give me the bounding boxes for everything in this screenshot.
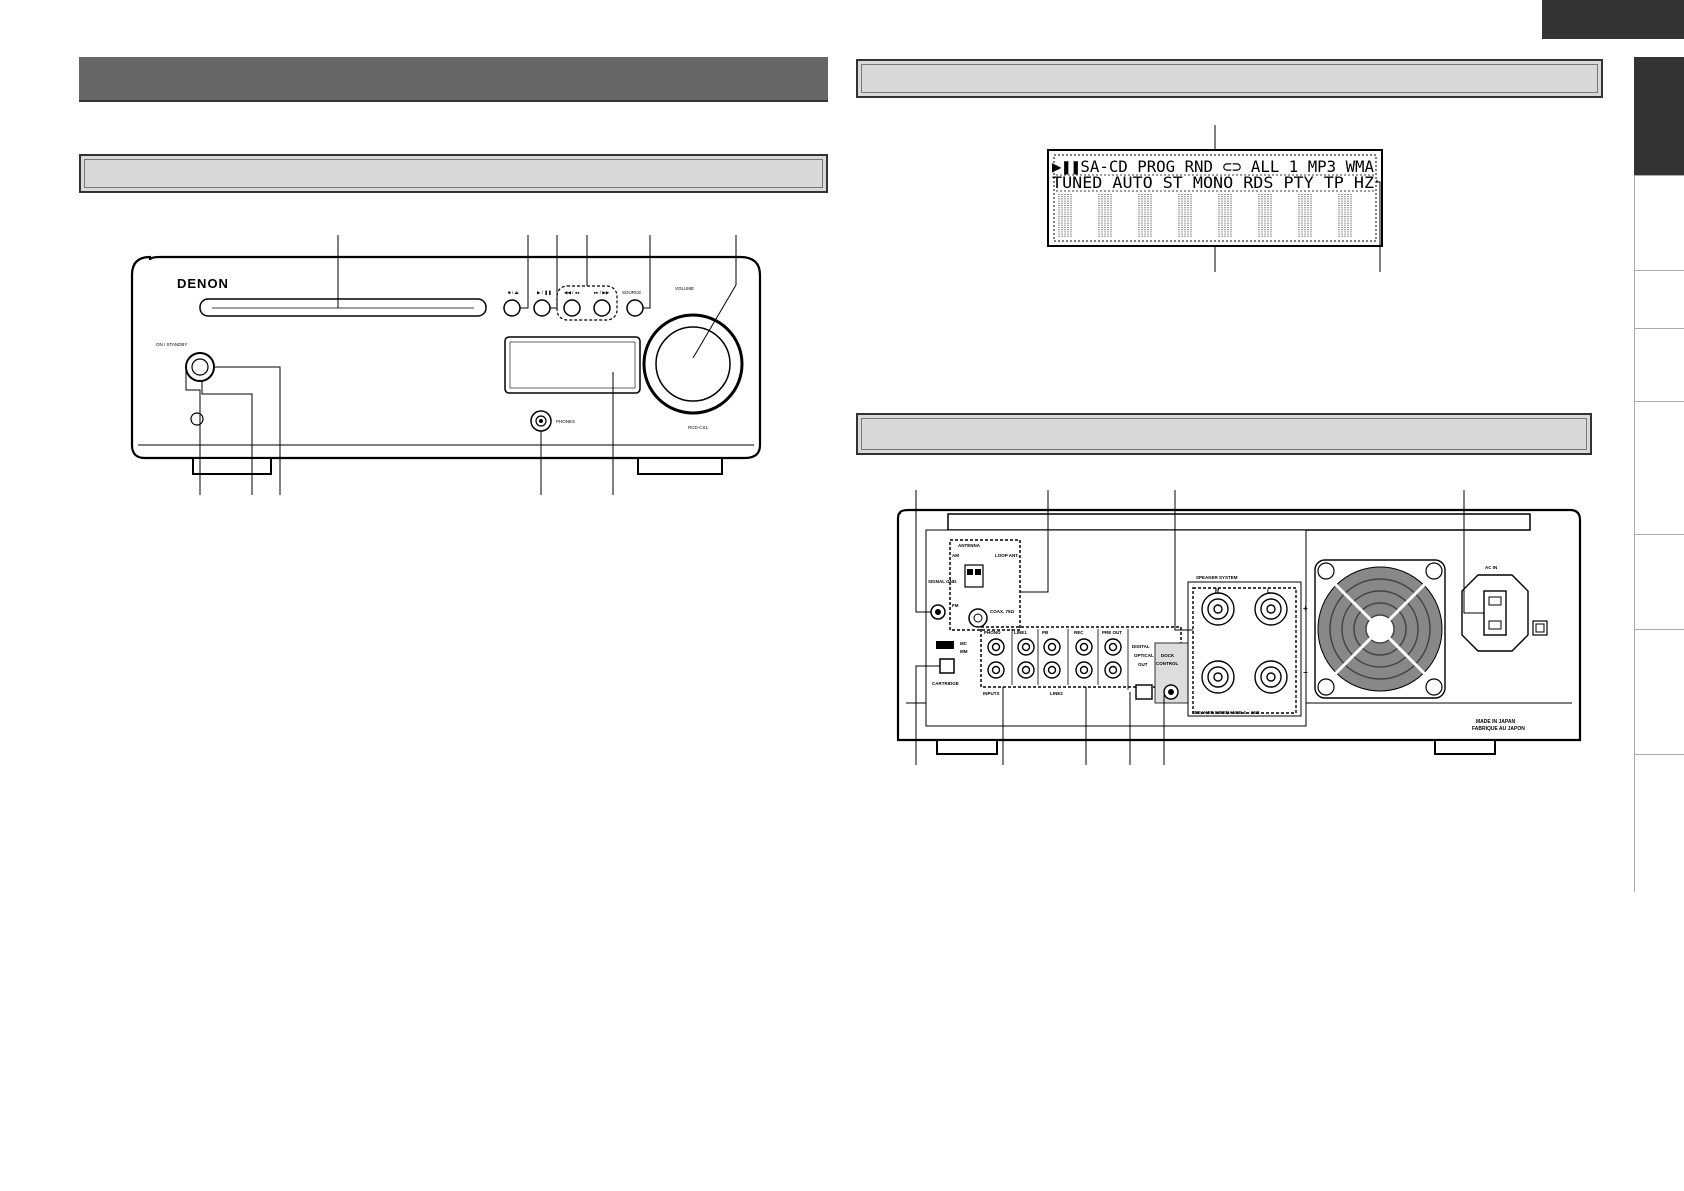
source-label: SOURCE <box>622 290 641 295</box>
stop-label: ■ / ⏏ <box>508 290 519 295</box>
play-label: ▶ / ❚❚ <box>537 290 552 296</box>
corner-tab <box>1542 0 1684 39</box>
mc-label: MC <box>960 641 968 646</box>
subsection-header-display <box>856 59 1603 98</box>
rca-jacks[interactable] <box>987 638 1122 679</box>
optical-out-jack[interactable] <box>1135 684 1153 700</box>
cartridge-switch[interactable] <box>939 658 955 674</box>
speaker-system-label: SPEAKER SYSTEM <box>1196 575 1238 580</box>
side-tabs <box>1634 57 1684 892</box>
model-label: RCD-CX1 <box>688 425 708 430</box>
volume-label: VOLUME <box>675 286 694 291</box>
coax-label: COAX. 75Ω <box>990 609 1015 614</box>
brand-logo: DENON <box>177 276 229 291</box>
cooling-fan <box>1314 559 1446 699</box>
subsection-header-rear-panel <box>856 413 1592 455</box>
side-tab-8[interactable] <box>1634 754 1684 892</box>
skip-back-button[interactable] <box>563 299 581 317</box>
line1-label: LINE1 <box>1014 630 1027 635</box>
signal-gnd-label: SIGNAL GND. <box>928 579 957 584</box>
cartridge-label: CARTRIDGE <box>932 681 959 686</box>
speaker-r-marker: R <box>1215 589 1220 595</box>
speaker-terminals[interactable] <box>1192 587 1297 714</box>
side-tab-5[interactable] <box>1634 401 1684 534</box>
side-tab-4[interactable] <box>1634 328 1684 401</box>
side-tab-1[interactable] <box>1634 57 1684 175</box>
dock-label: DOCK <box>1161 653 1175 658</box>
fm-label: FM <box>952 603 959 608</box>
play-pause-button[interactable] <box>533 299 551 317</box>
source-button[interactable] <box>626 299 644 317</box>
side-tab-3[interactable] <box>1634 270 1684 328</box>
speaker-impedance-label: SPEAKER IMPEDANCE 4 ~ 16Ω <box>1192 710 1260 715</box>
display-window <box>504 336 641 394</box>
lcd-row-2: TUNED AUTO ST MONO RDS PTY TP HZ <box>1052 173 1374 192</box>
side-tab-7[interactable] <box>1634 629 1684 754</box>
fabrique-label: FABRIQUE AU JAPON <box>1472 726 1525 732</box>
ac-in-label: AC IN <box>1485 565 1497 570</box>
phones-label: PHONES <box>556 419 575 424</box>
lcd-row-1: ▶❚❚SA-CD PROG RND ⊂⊃ ALL 1 MP3 WMA <box>1052 157 1374 176</box>
speaker-plus-marker: + <box>1303 604 1308 613</box>
remote-sensor <box>190 412 204 426</box>
front-panel-diagram: DENON ON / STANDBY ■ / ⏏ ▶ / ❚❚ ◀◀ / ◂◂ … <box>130 235 762 495</box>
pb-label: PB <box>1042 630 1049 635</box>
antenna-label: ANTENNA <box>958 543 981 548</box>
line2-label: LINE2 <box>1050 691 1063 696</box>
subsection-header-front-panel <box>79 154 828 193</box>
preout-label: PRE OUT <box>1102 630 1122 635</box>
speaker-l-marker: L <box>1267 589 1271 595</box>
digital-label: DIGITAL <box>1132 644 1150 649</box>
skip-fwd-label: ▸▸ / ▶▶ <box>594 290 610 295</box>
inputs-label: INPUTS <box>983 691 1000 696</box>
display-diagram: ▶❚❚SA-CD PROG RND ⊂⊃ ALL 1 MP3 WMA TUNED… <box>1047 125 1383 272</box>
power-label: ON / STANDBY <box>156 342 187 347</box>
made-in-label: MADE IN JAPAN <box>1476 719 1515 725</box>
speaker-minus-marker: − <box>1303 668 1308 677</box>
side-tab-6[interactable] <box>1634 534 1684 629</box>
control-label: CONTROL <box>1156 661 1178 666</box>
rec-label: REC <box>1074 630 1084 635</box>
am-label: AM <box>952 553 959 558</box>
skip-back-label: ◀◀ / ◂◂ <box>564 290 580 295</box>
skip-forward-button[interactable] <box>593 299 611 317</box>
section-header-part-names <box>79 57 828 102</box>
out-label: OUT <box>1138 662 1148 667</box>
side-tab-2[interactable] <box>1634 175 1684 270</box>
disc-slot <box>199 298 487 317</box>
stop-eject-button[interactable] <box>503 299 521 317</box>
rear-panel-diagram: ANTENNA AM LOOP ANT. FM COAX. 75Ω SIGNAL… <box>896 490 1582 765</box>
loop-label: LOOP ANT. <box>995 553 1019 558</box>
optical-label: OPTICAL <box>1134 653 1154 658</box>
dot-matrix-characters <box>1058 194 1352 238</box>
mm-label: MM <box>960 649 968 654</box>
phono-label: PHONO <box>984 630 1001 635</box>
